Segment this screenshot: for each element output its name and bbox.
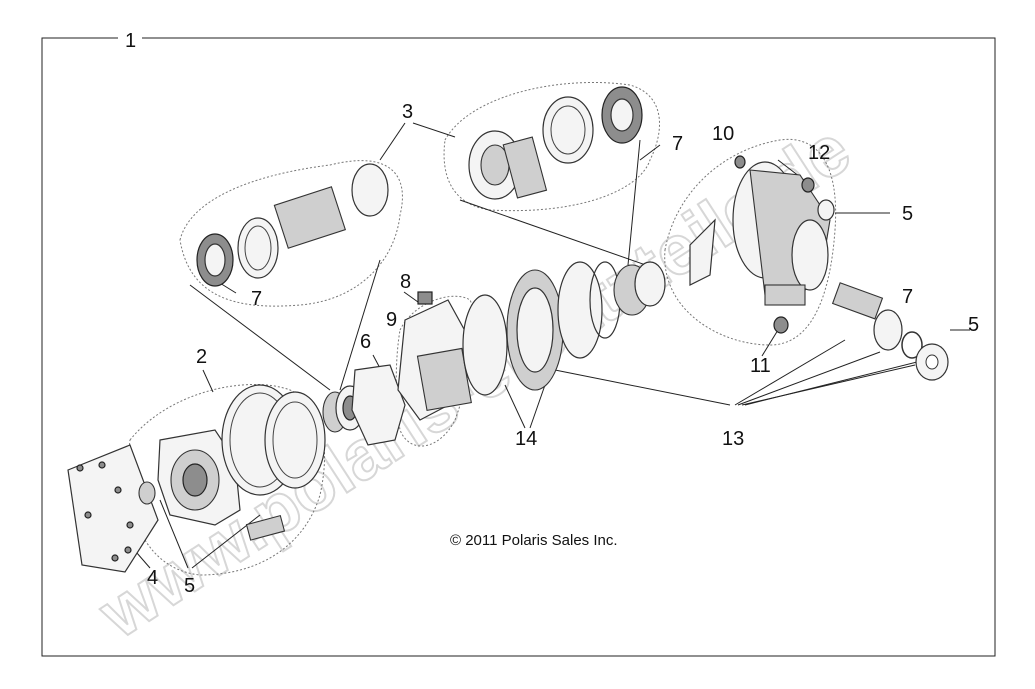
diagram-frame — [41, 37, 996, 657]
cloud-top-group — [443, 82, 660, 212]
callout-13: 13 — [722, 428, 744, 450]
cloud-cage-group — [395, 295, 475, 447]
copyright-text: © 2011 Polaris Sales Inc. — [450, 532, 618, 549]
callout-9: 9 — [386, 309, 397, 331]
callout-2: 2 — [196, 346, 207, 368]
callout-10: 10 — [712, 123, 734, 145]
leader-lines — [129, 122, 970, 569]
callout-7-left: 7 — [251, 288, 262, 310]
main-housing — [689, 155, 835, 334]
callout-11: 11 — [750, 355, 771, 377]
cloud-left-group — [179, 160, 403, 307]
callout-1: 1 — [125, 30, 136, 52]
ring-gear-assembly — [462, 261, 666, 396]
callout-5-bottom: 5 — [184, 575, 195, 597]
cloud-housing-group — [664, 138, 837, 346]
pinion-group-top — [468, 86, 643, 200]
callout-5-housing: 5 — [902, 203, 913, 225]
output-shaft — [831, 282, 949, 381]
gasket-6 — [351, 364, 406, 446]
callout-5-right: 5 — [968, 314, 979, 336]
cover-plate-assembly — [67, 384, 326, 573]
callout-7-right: 7 — [902, 286, 913, 308]
callout-6: 6 — [360, 331, 371, 353]
callout-8: 8 — [400, 271, 411, 293]
pinion-group-left — [196, 163, 389, 287]
callout-3: 3 — [402, 101, 413, 123]
callout-4: 4 — [147, 567, 158, 589]
callout-labels: 1 2 3 4 5 5 5 6 7 7 7 8 9 10 11 12 13 14 — [125, 30, 979, 597]
roller-cage — [397, 291, 472, 421]
callout-14: 14 — [515, 428, 537, 450]
callout-12: 12 — [808, 142, 830, 164]
callout-7-top: 7 — [672, 133, 683, 155]
